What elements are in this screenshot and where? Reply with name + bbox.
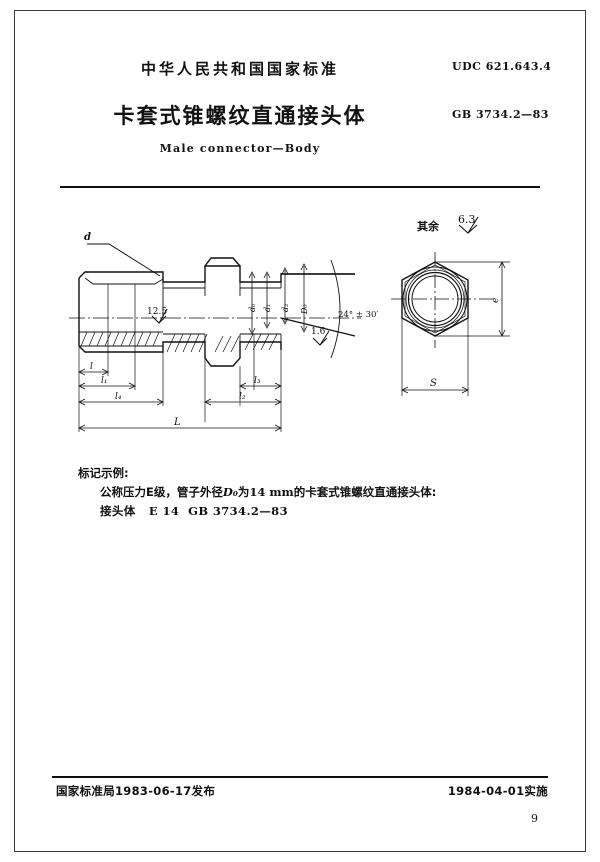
marking-line2-code: E 14 [148, 504, 180, 518]
marking-line2-standard: GB 3734.2—83 [188, 504, 288, 518]
surface-note-value: 6.3 [458, 213, 476, 226]
technical-drawing: d [55, 200, 555, 450]
dimension-l1 [78, 382, 136, 390]
udc-number: UDC 621.643.4 [452, 60, 552, 73]
dimension-l2 [204, 398, 282, 406]
marking-line1-symbol: D₀ [222, 485, 238, 499]
surface-note-symbol [458, 216, 479, 234]
marking-line1-part-b: 为 [237, 485, 250, 499]
endview-centerlines [391, 252, 495, 348]
section-hatching [80, 331, 278, 353]
footer-divider [52, 776, 548, 778]
label-l: l [90, 362, 93, 372]
marking-heading: 标记示例: [78, 466, 129, 480]
label-l4: l₄ [115, 392, 122, 402]
marking-line1-part-c: 的卡套式锥螺纹直通接头体: [293, 485, 437, 499]
label-d2: d₂ [281, 304, 290, 312]
dimension-L [78, 424, 282, 432]
label-l1: l₁ [101, 376, 108, 386]
diameter-dimension-lines [248, 263, 308, 335]
surface-note-label: 其余 [417, 219, 440, 233]
finish-value-12-5: 12.5 [147, 307, 167, 317]
dimension-e [435, 261, 510, 337]
dimension-l [78, 368, 109, 376]
issuing-organization-line: 中华人民共和国国家标准 [60, 58, 420, 79]
angle-label: 24° ± 30′ [338, 310, 378, 320]
marking-line-2: 接头体 E 14 GB 3734.2—83 [100, 502, 518, 521]
marking-line1-value: 14 mm [249, 485, 294, 499]
marking-example: 标记示例: 公称压力E级，管子外径D₀为14 mm的卡套式锥螺纹直通接头体: 接… [78, 464, 518, 521]
label-d0: d₀ [248, 303, 257, 312]
drawing-canvas: d [69, 213, 510, 432]
label-e: e [491, 298, 501, 303]
document-title-cn-container: 卡套式锥螺纹直通接头体 [60, 100, 420, 130]
header-divider [60, 186, 540, 188]
standard-number: GB 3734.2—83 [452, 108, 549, 121]
page-subtitle: Male connector—Body [159, 142, 321, 155]
marking-line-1: 公称压力E级，管子外径D₀为14 mm的卡套式锥螺纹直通接头体: [100, 483, 518, 502]
marking-line2-part-a: 接头体 [100, 504, 136, 518]
page-number: 9 [531, 812, 538, 825]
dimension-S-extensions [401, 318, 469, 396]
finish-symbol-1-6 [312, 330, 330, 346]
angle-arc [330, 259, 341, 359]
finish-value-1-6: 1.6 [311, 327, 326, 337]
label-S: S [430, 378, 437, 389]
label-D0: D₀ [300, 304, 309, 315]
dimension-l3 [239, 382, 282, 390]
document-title-en-container: Male connector—Body [60, 142, 420, 155]
dimension-S [401, 386, 469, 394]
label-L: L [173, 417, 181, 428]
label-d: d [84, 232, 91, 243]
dimension-l4 [78, 398, 164, 406]
page-border [14, 10, 586, 852]
issue-date: 国家标准局1983-06-17发布 [56, 784, 216, 798]
leader-d [87, 243, 161, 277]
marking-line1-part-a: 公称压力E级，管子外径 [100, 485, 223, 499]
finish-symbol-12-5 [151, 308, 168, 324]
effective-date: 1984-04-01实施 [447, 784, 548, 798]
organization-text: 中华人民共和国国家标准 [140, 60, 339, 78]
label-l3: l₃ [254, 376, 261, 386]
label-d1: d₁ [263, 304, 272, 312]
page-title: 卡套式锥螺纹直通接头体 [113, 104, 367, 128]
label-l2: l₂ [239, 392, 246, 402]
